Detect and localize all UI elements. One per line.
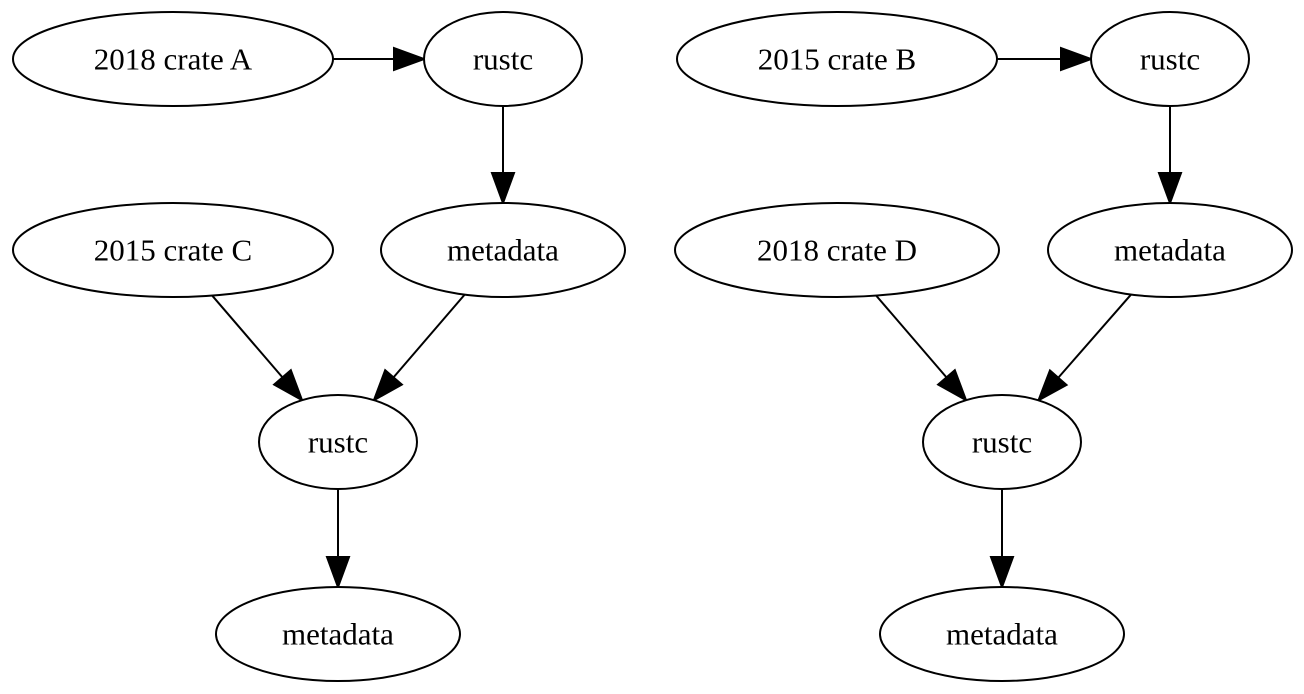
arrowhead — [325, 556, 351, 590]
arrowhead — [936, 368, 968, 403]
edge-b_src-to-b_rustc — [997, 46, 1094, 72]
node-a-src: 2018 crate A — [12, 11, 334, 107]
node-label: 2015 crate C — [94, 233, 252, 268]
nodes-layer: 2018 crate A rustc 2015 crate C metadata rus… — [12, 11, 1293, 682]
edge-line — [1057, 293, 1132, 379]
edge-line — [875, 294, 948, 379]
node-ellipse — [879, 586, 1125, 682]
node-b-src: 2015 crate B — [676, 11, 998, 107]
node-ellipse — [674, 202, 1000, 298]
node-label: rustc — [972, 425, 1032, 460]
edge-c_src-to-c_rustc — [211, 294, 304, 403]
node-label: 2018 crate D — [757, 233, 917, 268]
node-label: rustc — [308, 425, 368, 460]
node-ellipse — [1090, 11, 1250, 107]
edge-b_rustc-to-b_meta — [1157, 106, 1183, 206]
arrowhead — [989, 556, 1015, 590]
node-ellipse — [380, 202, 626, 298]
node-d-src: 2018 crate D — [674, 202, 1000, 298]
node-label: 2015 crate B — [758, 42, 916, 77]
edge-line — [392, 293, 466, 379]
node-ellipse — [215, 586, 461, 682]
arrowhead — [372, 368, 404, 403]
node-c-rustc: rustc — [258, 394, 418, 490]
edge-a_rustc-to-a_meta — [490, 106, 516, 206]
node-ellipse — [423, 11, 583, 107]
node-a-meta: metadata — [380, 202, 626, 298]
arrowhead — [272, 368, 304, 403]
node-c-src: 2015 crate C — [12, 202, 334, 298]
edge-d_rustc-to-d_meta — [989, 489, 1015, 590]
edge-c_rustc-to-c_meta — [325, 489, 351, 590]
node-ellipse — [922, 394, 1082, 490]
node-label: metadata — [447, 233, 559, 268]
node-a-rustc: rustc — [423, 11, 583, 107]
edge-b_meta-to-d_rustc — [1036, 293, 1132, 403]
node-b-rustc: rustc — [1090, 11, 1250, 107]
node-ellipse — [12, 202, 334, 298]
edges-layer — [211, 46, 1183, 590]
node-label: rustc — [1140, 42, 1200, 77]
node-d-rustc: rustc — [922, 394, 1082, 490]
node-ellipse — [12, 11, 334, 107]
node-label: metadata — [1114, 233, 1226, 268]
node-d-meta: metadata — [879, 586, 1125, 682]
edge-a_src-to-a_rustc — [333, 46, 427, 72]
node-ellipse — [1047, 202, 1293, 298]
edge-line — [211, 294, 284, 379]
node-label: metadata — [946, 617, 1058, 652]
edge-a_meta-to-c_rustc — [372, 293, 466, 403]
edge-d_src-to-d_rustc — [875, 294, 968, 403]
arrowhead — [490, 172, 516, 206]
arrowhead — [1157, 172, 1183, 206]
arrowhead — [1036, 368, 1069, 403]
node-label: metadata — [282, 617, 394, 652]
node-c-meta: metadata — [215, 586, 461, 682]
node-b-meta: metadata — [1047, 202, 1293, 298]
node-ellipse — [676, 11, 998, 107]
arrowhead — [1060, 46, 1094, 72]
node-ellipse — [258, 394, 418, 490]
arrowhead — [393, 46, 427, 72]
node-label: rustc — [473, 42, 533, 77]
node-label: 2018 crate A — [94, 42, 253, 77]
